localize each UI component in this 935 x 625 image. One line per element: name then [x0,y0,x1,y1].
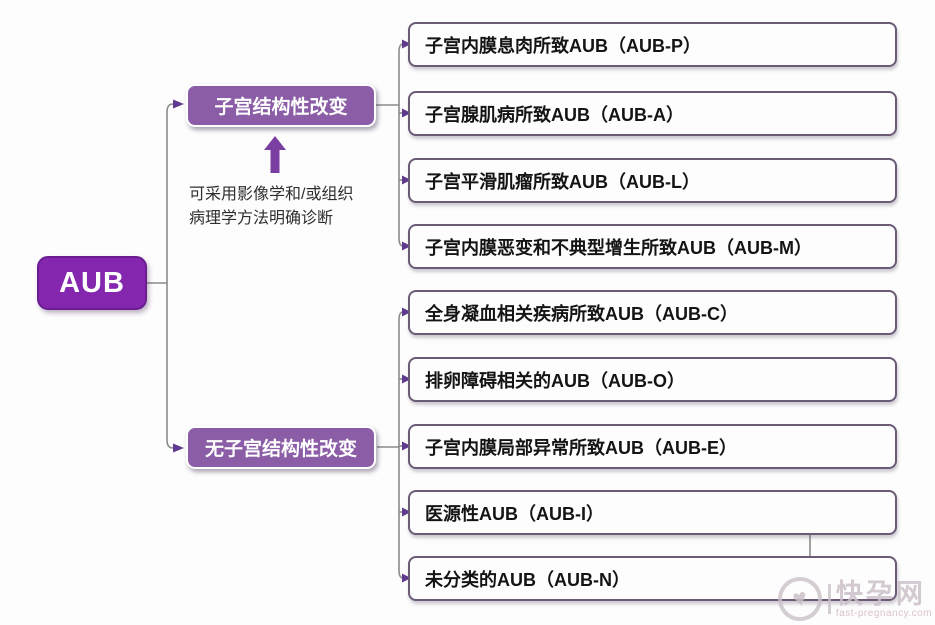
leaf-node-aub-m: 子宫内膜恶变和不典型增生所致AUB（AUB-M） [408,224,897,269]
leaf-node-aub-i: 医源性AUB（AUB-I） [408,490,897,535]
branch-node-nonstructural: 无子宫结构性改变 [186,426,376,469]
watermark-divider [827,584,831,614]
watermark-site-url: fast-pregnancy.com [835,607,932,619]
leaf-node-aub-l: 子宫平滑肌瘤所致AUB（AUB-L） [408,158,897,203]
up-arrow-icon [264,136,286,173]
diagnosis-note-line2: 病理学方法明确诊断 [189,210,334,227]
diagnosis-note-line1: 可采用影像学和/或组织 [189,186,354,203]
leaf-node-aub-o: 排卵障碍相关的AUB（AUB-O） [408,357,897,402]
branch-node-structural: 子宫结构性改变 [186,84,376,127]
leaf-node-aub-c: 全身凝血相关疾病所致AUB（AUB-C） [408,290,897,335]
watermark-site-name: 快孕网 [835,578,926,609]
leaf-node-aub-p: 子宫内膜息肉所致AUB（AUB-P） [408,22,897,67]
diagnosis-note: 可采用影像学和/或组织 病理学方法明确诊断 [189,183,389,231]
leaf-node-aub-n: 未分类的AUB（AUB-N） [408,556,897,601]
watermark: ♥ 快孕网 fast-pregnancy.com [773,572,932,625]
watermark-logo-icon: ♥ [773,572,827,625]
leaf-node-aub-e: 子宫内膜局部异常所致AUB（AUB-E） [408,424,897,469]
leaf-node-aub-a: 子宫腺肌病所致AUB（AUB-A） [408,91,897,136]
root-node-aub: AUB [37,256,147,310]
